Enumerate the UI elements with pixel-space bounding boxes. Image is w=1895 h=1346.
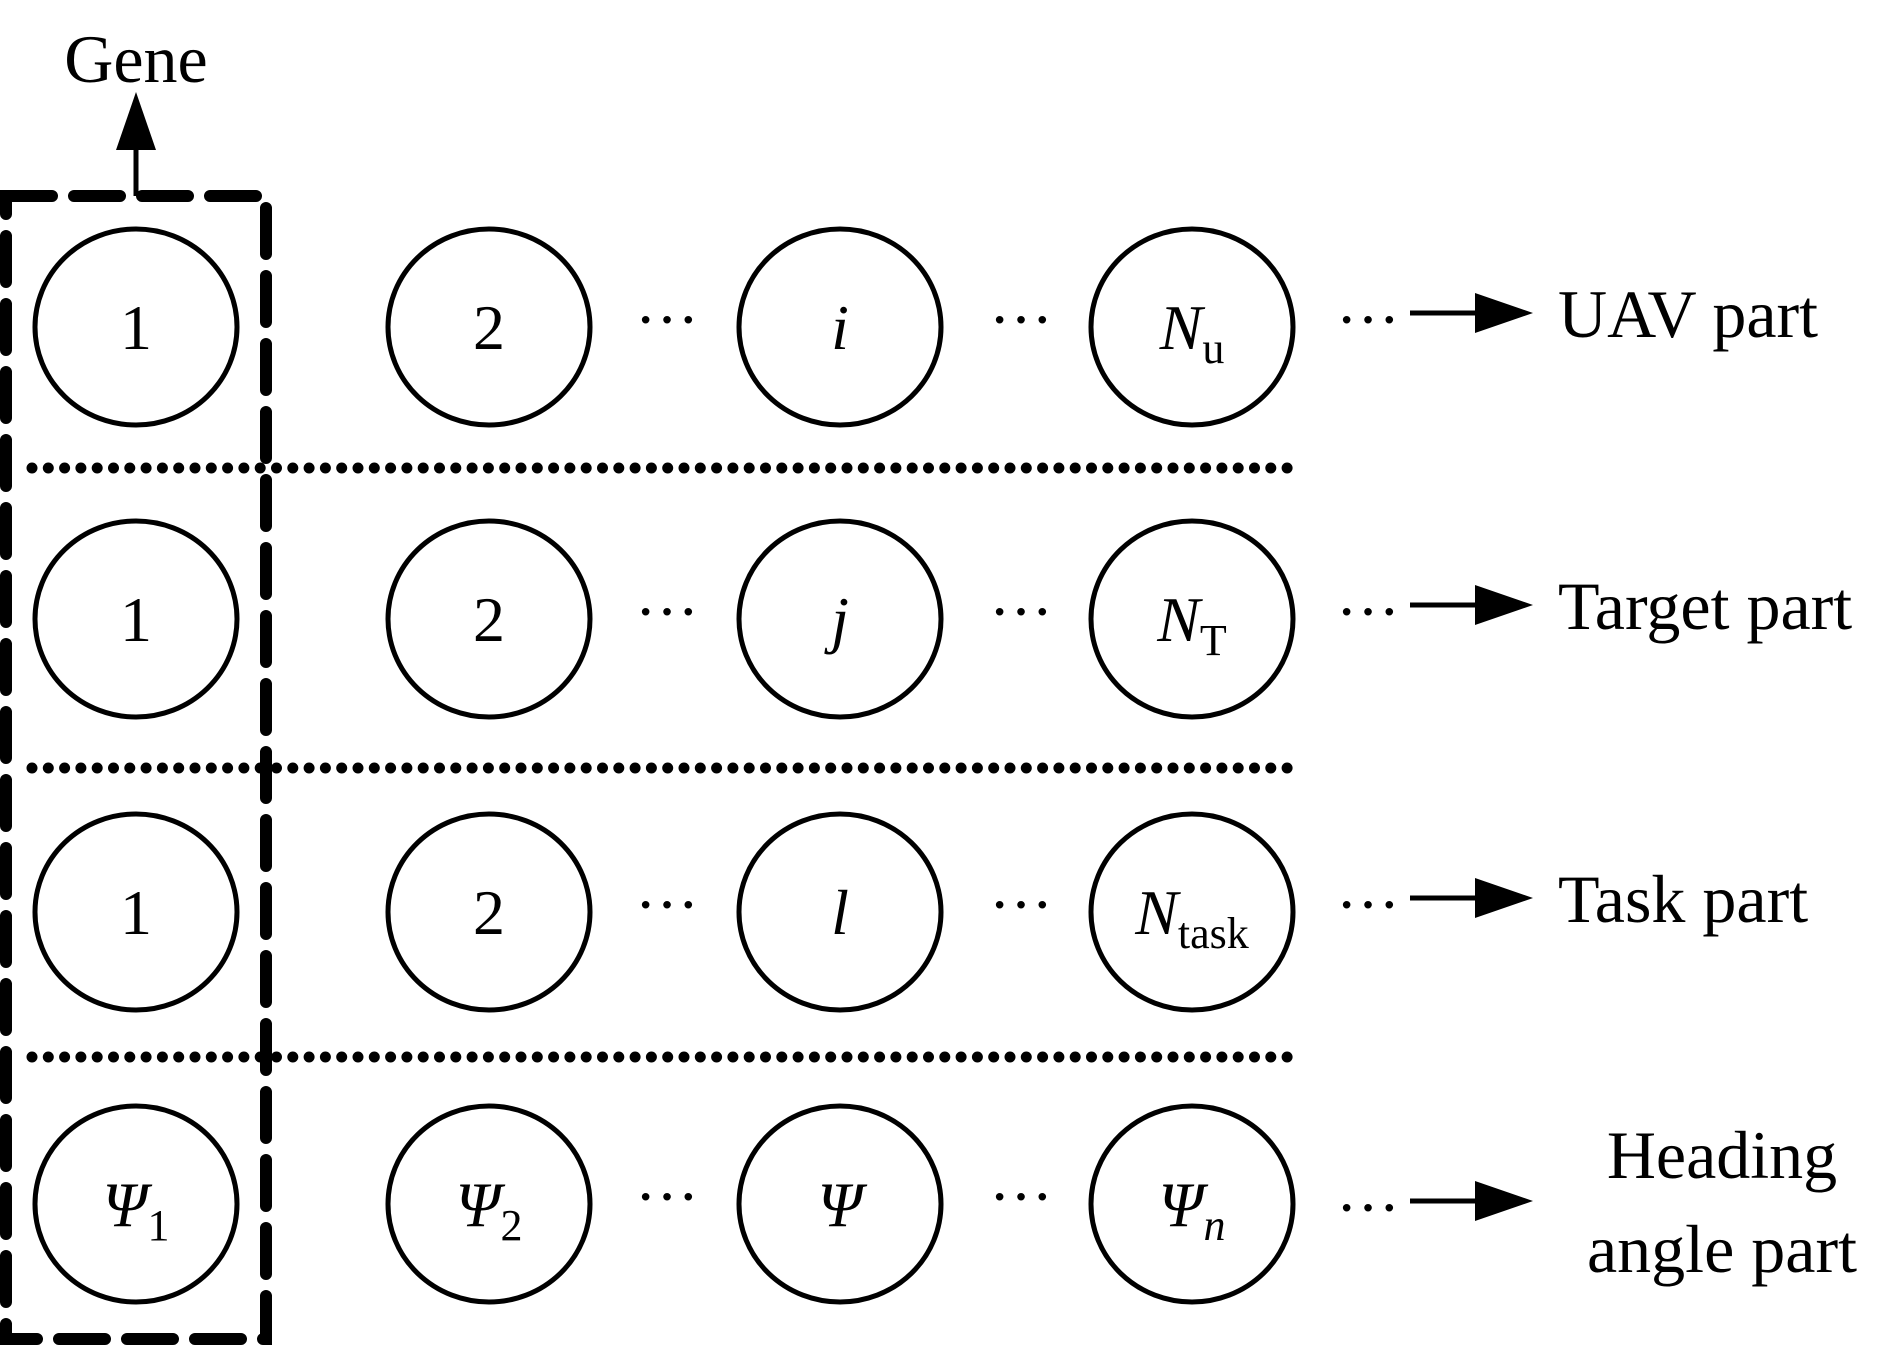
part-label: angle part	[1587, 1211, 1857, 1287]
gene-circle	[1088, 518, 1296, 720]
gene-subscript: u	[1202, 324, 1224, 373]
gene-cell: 1	[32, 226, 240, 428]
ellipsis: ···	[635, 869, 699, 940]
gene-circle	[1088, 226, 1296, 428]
gene-cell: Ntask	[1088, 811, 1296, 1013]
gene-circle	[32, 518, 240, 720]
gene-cell: 2	[385, 518, 593, 720]
ellipsis: ···	[1336, 576, 1400, 647]
ellipsis: ···	[1336, 869, 1400, 940]
gene-cell: Ψ2	[385, 1103, 593, 1305]
gene-cell: j	[736, 518, 944, 720]
gene-subscript: T	[1200, 616, 1227, 665]
row-uav: 1 2 i Nu ··· ··· ··· UAV part	[32, 226, 1818, 428]
ellipsis: ···	[989, 576, 1053, 647]
ellipsis: ···	[1336, 1172, 1400, 1243]
gene-cell: NT	[1088, 518, 1296, 720]
part-label: Task part	[1558, 861, 1808, 937]
gene-circle	[32, 1103, 240, 1305]
gene-subscript: task	[1178, 909, 1249, 958]
gene-circle	[736, 1103, 944, 1305]
gene-circle	[736, 811, 944, 1013]
gene-circle	[736, 518, 944, 720]
arrow-right-icon	[1410, 1181, 1533, 1221]
gene-value: 1	[120, 584, 152, 655]
gene-value: 2	[473, 877, 505, 948]
gene-cell: i	[736, 226, 944, 428]
gene-cell: 2	[385, 226, 593, 428]
gene-circle	[32, 226, 240, 428]
gene-label: Gene	[64, 21, 207, 97]
gene-cell: l	[736, 811, 944, 1013]
gene-value: i	[831, 292, 849, 363]
gene-circle	[385, 226, 593, 428]
row-target: 1 2 j NT ··· ··· ··· Target part	[32, 518, 1852, 720]
gene-circle	[32, 811, 240, 1013]
part-label: Target part	[1558, 568, 1852, 644]
gene-cell: 1	[32, 811, 240, 1013]
ellipsis: ···	[635, 284, 699, 355]
ellipsis: ···	[1336, 284, 1400, 355]
gene-highlight-box	[0, 190, 272, 1345]
gene-value: Ψ	[818, 1169, 868, 1240]
gene-circle	[736, 226, 944, 428]
gene-cell: 1	[32, 518, 240, 720]
gene-subscript: 2	[501, 1201, 523, 1250]
gene-value: Ψn	[1159, 1169, 1226, 1250]
part-label: Heading	[1607, 1117, 1837, 1193]
gene-value: Ntask	[1134, 877, 1249, 958]
chromosome-rows: 1 2 i Nu ··· ··· ··· UAV part 1 2 j NT ··· ··· ··· Targ…	[32, 226, 1857, 1305]
gene-cell: 2	[385, 811, 593, 1013]
gene-value: Ψ2	[456, 1169, 523, 1250]
arrow-right-icon	[1410, 878, 1533, 918]
arrow-right-icon	[1410, 293, 1533, 333]
gene-value: Nu	[1159, 292, 1225, 373]
gene-subscript: n	[1204, 1201, 1226, 1250]
ellipsis: ···	[989, 284, 1053, 355]
gene-cell: Ψn	[1088, 1103, 1296, 1305]
gene-circle	[1088, 1103, 1296, 1305]
row-separators	[26, 462, 1295, 1063]
gene-value: j	[824, 584, 849, 655]
ellipsis: ···	[635, 576, 699, 647]
gene-value: 1	[120, 292, 152, 363]
gene-circle	[385, 518, 593, 720]
gene-cell: Nu	[1088, 226, 1296, 428]
row-task: 1 2 l Ntask ··· ··· ··· Task part	[32, 811, 1808, 1013]
gene-value: 1	[120, 877, 152, 948]
ellipsis: ···	[989, 869, 1053, 940]
gene-subscript: 1	[148, 1201, 170, 1250]
gene-value: l	[831, 877, 849, 948]
gene-value: 2	[473, 584, 505, 655]
gene-value: 2	[473, 292, 505, 363]
row-heading-angle: Ψ1 Ψ2 Ψ Ψn ··· ··· ··· Heading angle part	[32, 1103, 1857, 1305]
ellipsis: ···	[989, 1161, 1053, 1232]
gene-value: NT	[1156, 584, 1227, 665]
gene-circle	[385, 1103, 593, 1305]
gene-cell: Ψ1	[32, 1103, 240, 1305]
gene-cell: Ψ	[736, 1103, 944, 1305]
part-label: UAV part	[1558, 276, 1818, 352]
gene-arrow	[116, 92, 156, 196]
gene-circle	[1088, 811, 1296, 1013]
gene-value: Ψ1	[103, 1169, 170, 1250]
gene-circle	[385, 811, 593, 1013]
arrow-right-icon	[1410, 585, 1533, 625]
ellipsis: ···	[635, 1161, 699, 1232]
